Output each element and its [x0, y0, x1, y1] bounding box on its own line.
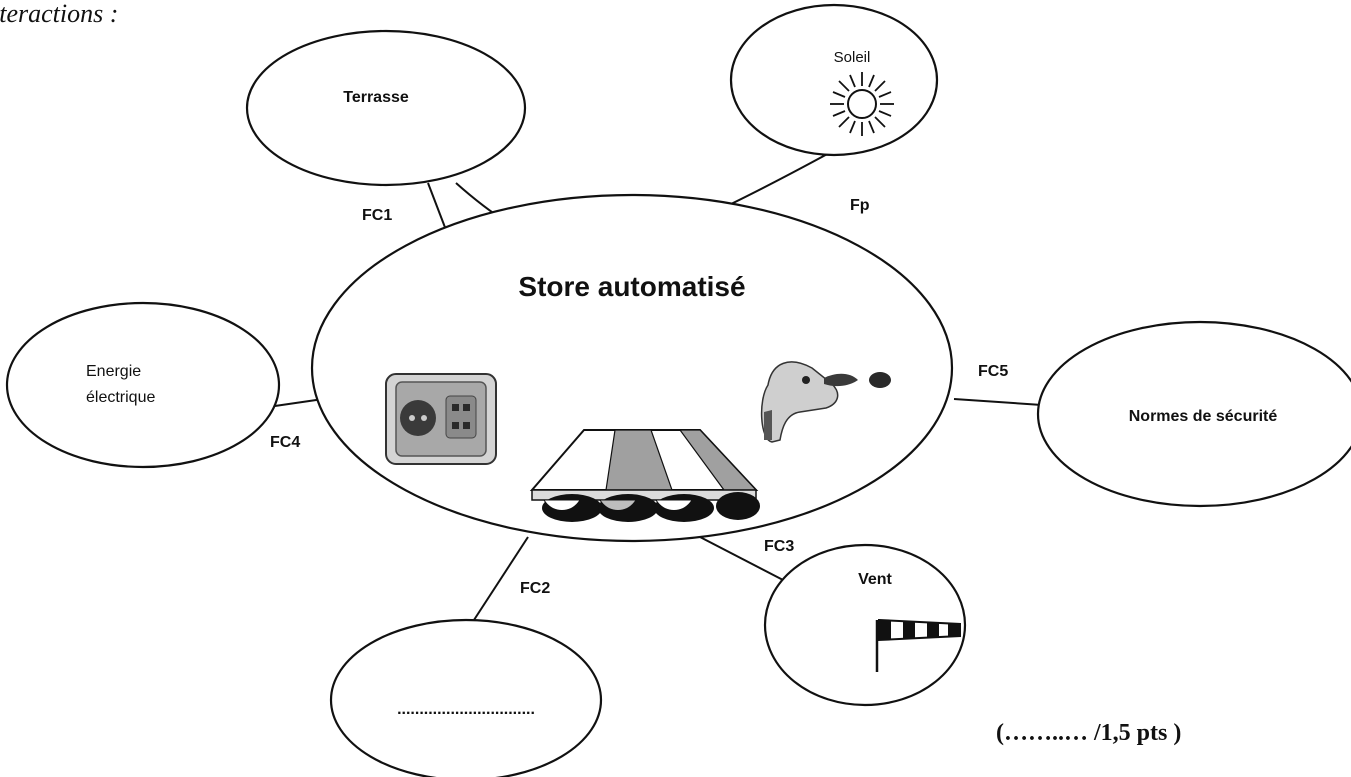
- label-central: Store automatisé: [518, 271, 745, 302]
- ellipse-terrasse: [245, 29, 527, 187]
- label-fc5: FC5: [978, 363, 1008, 380]
- label-vent: Vent: [858, 571, 892, 588]
- awning-icon: [529, 429, 760, 522]
- label-fp: Fp: [850, 197, 870, 214]
- ellipse-soleil: [729, 3, 939, 157]
- ellipse-vent: [763, 543, 967, 707]
- windsock-icon: [875, 618, 961, 672]
- label-normes: Normes de sécurité: [1129, 408, 1278, 425]
- ellipse-normes: [1036, 320, 1351, 508]
- label-fc3: FC3: [764, 538, 794, 555]
- label-energie-line2: électrique: [86, 389, 155, 406]
- remote-control-icon: [760, 361, 891, 443]
- label-fc2: FC2: [520, 580, 550, 597]
- ellipse-energie: [5, 301, 281, 469]
- label-terrasse: Terrasse: [343, 89, 409, 106]
- power-outlet-icon: [385, 373, 497, 465]
- link-fc5: [953, 398, 1043, 406]
- label-soleil: Soleil: [834, 49, 871, 66]
- label-energie-line1: Energie: [86, 363, 141, 380]
- header-text: iteractions :: [0, 0, 118, 28]
- link-fc3: [699, 536, 786, 582]
- link-fc2: [471, 536, 529, 624]
- ellipse-blank: [329, 618, 603, 777]
- label-fc4: FC4: [270, 434, 300, 451]
- link-fc1: [427, 182, 447, 231]
- score-text: (……..… /1,5 pts ): [996, 720, 1181, 746]
- label-blank: ...............................: [397, 701, 535, 718]
- sun-icon: [830, 72, 894, 136]
- label-fc1: FC1: [362, 207, 392, 224]
